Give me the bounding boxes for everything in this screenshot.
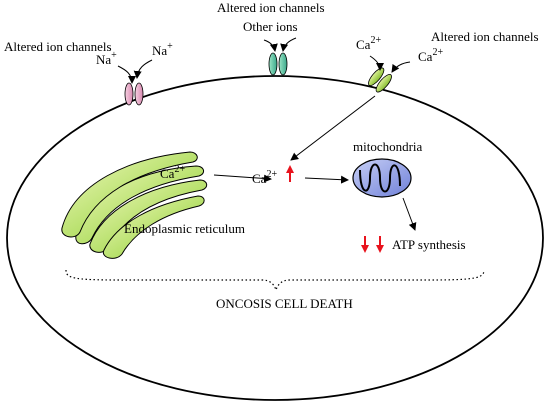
na-influx-arrow <box>117 65 136 84</box>
other-channel-title: Altered ion channels <box>217 0 325 15</box>
na-channel-title: Altered ion channels <box>4 39 112 54</box>
na-left-label: Na+ <box>96 50 117 67</box>
mitochondrion-shape <box>352 158 412 198</box>
ca-left-label: Ca2+ <box>356 35 382 52</box>
red-down-arrow-icon <box>361 236 369 253</box>
red-down-arrow-icon-2 <box>376 236 384 253</box>
other-ions-arrow <box>263 39 278 52</box>
red-up-arrow-icon <box>286 165 294 182</box>
calcium-ion-channel <box>368 67 392 93</box>
mitochondria-label: mitochondria <box>353 139 423 154</box>
other-ion-channel <box>268 52 288 76</box>
sodium-ion-channel <box>124 82 144 106</box>
ca-influx-arrow <box>369 55 384 71</box>
er-label: Endoplasmic reticulum <box>124 221 245 236</box>
other-ions-arrow-2 <box>280 37 297 52</box>
death-brace <box>65 269 485 292</box>
mitochondria-to-atp-arrow <box>402 197 417 231</box>
ca-to-cytosol-arrow <box>290 95 376 161</box>
er-ca-release-arrow <box>213 174 272 183</box>
er-ca-label: Ca2+ <box>160 164 186 181</box>
ca-right-label: Ca2+ <box>418 47 444 64</box>
ca-to-mitochondria-arrow <box>304 175 349 184</box>
endoplasmic-reticulum-shape <box>61 151 208 259</box>
cytosolic-ca-label: Ca2+ <box>252 169 278 186</box>
na-right-label: Na+ <box>152 41 173 58</box>
oncosis-cell-death-label: ONCOSIS CELL DEATH <box>216 296 353 311</box>
atp-synthesis-label: ATP synthesis <box>392 237 466 252</box>
na-influx-arrow-2 <box>133 59 153 79</box>
ca-channel-title: Altered ion channels <box>431 29 539 44</box>
ca-influx-arrow-2 <box>391 61 411 73</box>
other-ions-label: Other ions <box>243 19 298 34</box>
cell-membrane <box>6 75 544 401</box>
